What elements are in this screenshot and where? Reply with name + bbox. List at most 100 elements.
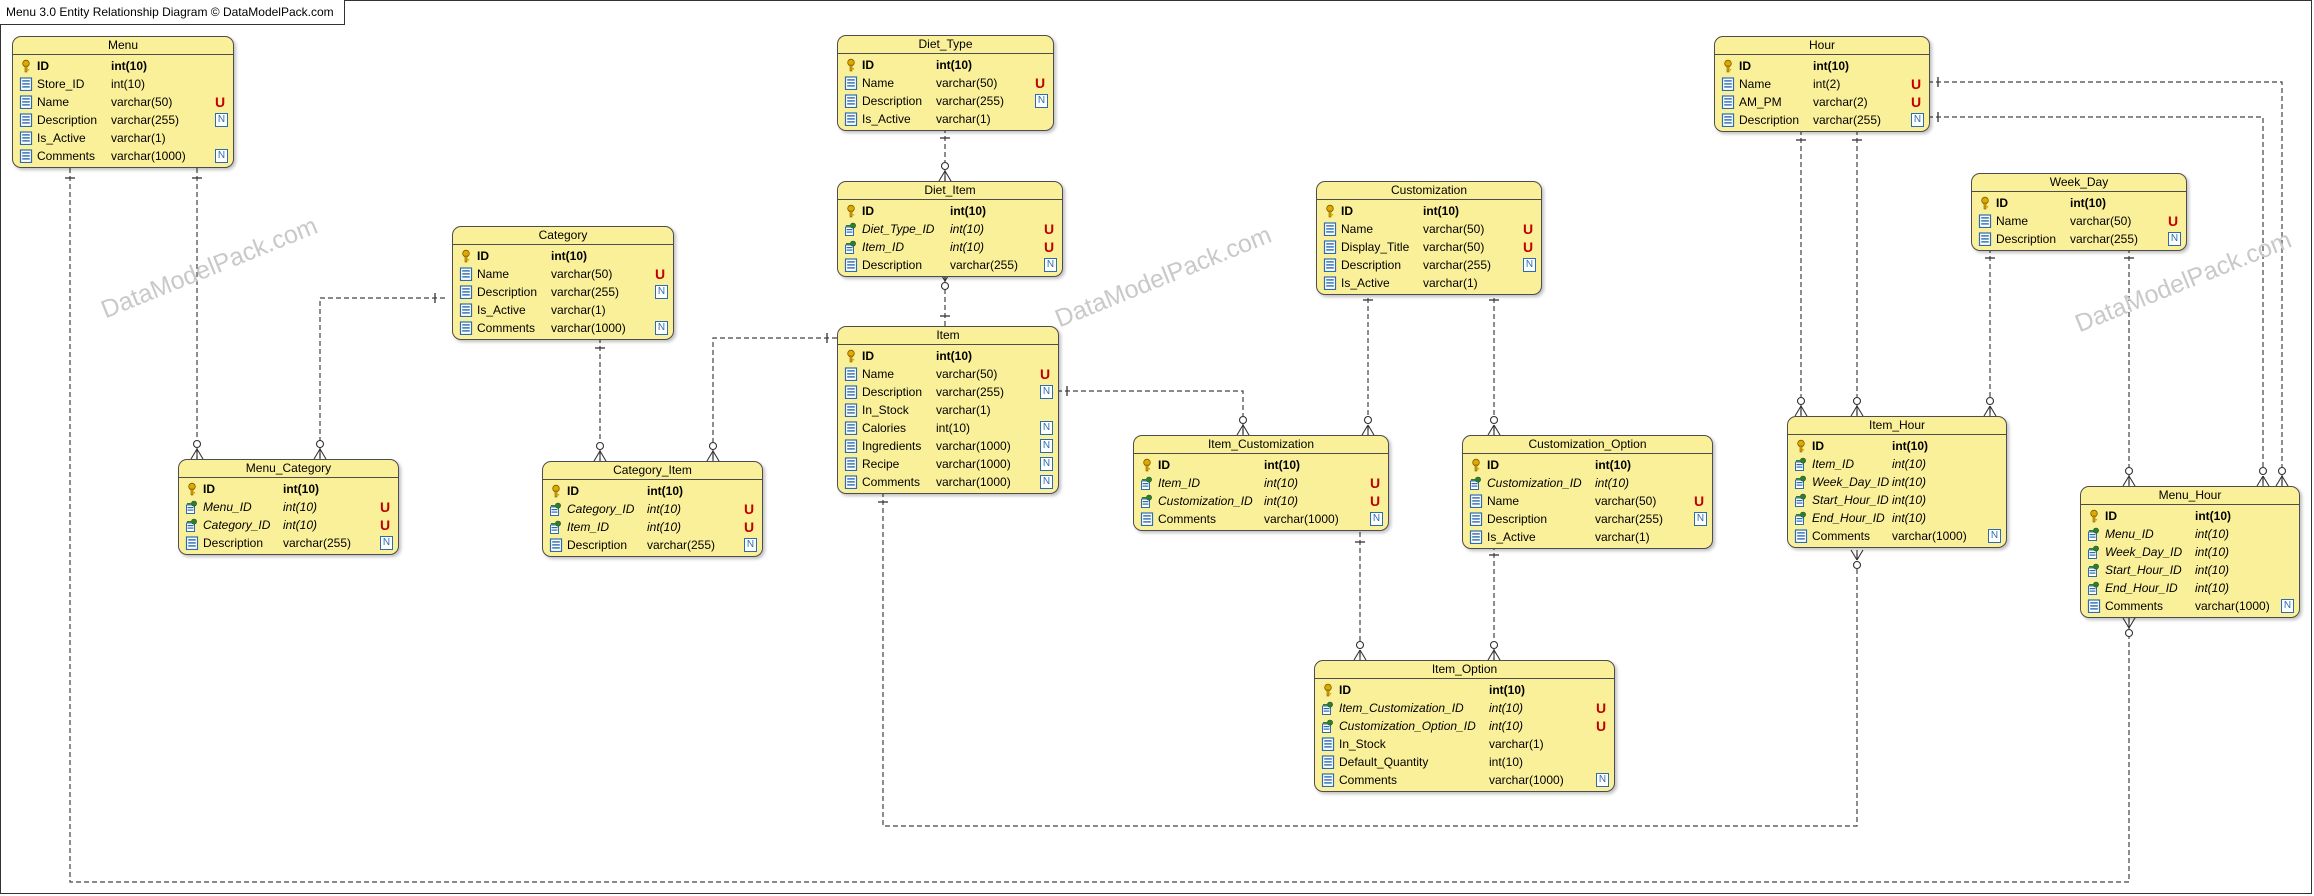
crowfoot-line bbox=[1493, 424, 1501, 436]
crowfoot-line bbox=[1493, 649, 1501, 661]
column-name: Description bbox=[1739, 113, 1800, 127]
column-name: In_Stock bbox=[862, 403, 909, 417]
unique-flag: U bbox=[1911, 76, 1922, 92]
column-name: End_Hour_ID bbox=[2105, 581, 2178, 595]
column-name: ID bbox=[862, 58, 874, 72]
column-name: Is_Active bbox=[37, 131, 86, 145]
column-name: Comments bbox=[1158, 512, 1217, 526]
column-name: Category_ID bbox=[567, 502, 635, 516]
column-name: In_Stock bbox=[1339, 737, 1386, 751]
optional-marker bbox=[192, 439, 202, 449]
crowfoot-line bbox=[706, 450, 714, 462]
column-type: varchar(1000) bbox=[936, 475, 1011, 489]
crowfoot-line bbox=[1856, 405, 1864, 417]
entity-title: Item_Customization bbox=[1134, 436, 1388, 454]
nullable-flag: N bbox=[655, 285, 668, 299]
column-name: Comments bbox=[862, 475, 921, 489]
column-type: varchar(2) bbox=[1813, 95, 1868, 109]
column-type: varchar(50) bbox=[551, 267, 613, 281]
column-type: varchar(255) bbox=[551, 285, 620, 299]
column-type: int(10) bbox=[2195, 563, 2230, 577]
optional-marker bbox=[940, 281, 950, 291]
column-type: int(10) bbox=[1423, 204, 1459, 218]
column-row: Is_Active varchar(1) bbox=[13, 129, 233, 147]
column-type: int(10) bbox=[950, 204, 986, 218]
relationship-menu-to-menu_hour bbox=[2122, 248, 2136, 487]
optional-marker bbox=[315, 439, 325, 449]
crowfoot-line bbox=[2122, 617, 2130, 629]
optional-marker bbox=[2124, 628, 2134, 638]
column-name: Default_Quantity bbox=[1339, 755, 1429, 769]
column-type: varchar(1000) bbox=[111, 149, 186, 163]
column-type: varchar(1000) bbox=[936, 439, 1011, 453]
relationship-customization-to-customization_option bbox=[1361, 290, 1375, 436]
column-type: int(10) bbox=[647, 484, 683, 498]
crowfoot-line bbox=[712, 450, 720, 462]
nullable-flag: N bbox=[1694, 512, 1707, 526]
crowfoot-line bbox=[1983, 405, 1991, 417]
unique-flag: U bbox=[1523, 221, 1534, 237]
column-type: int(10) bbox=[936, 349, 972, 363]
column-type: int(2) bbox=[1813, 77, 1841, 91]
relationship-item-to-category_item bbox=[593, 338, 607, 462]
column-type: int(10) bbox=[936, 58, 972, 72]
crowfoot-line bbox=[2122, 475, 2130, 487]
crowfoot-line bbox=[938, 170, 946, 182]
column-name: Menu_ID bbox=[203, 500, 252, 514]
column-name: Name bbox=[1996, 214, 2029, 228]
nullable-flag: N bbox=[380, 536, 393, 550]
unique-flag: U bbox=[215, 94, 226, 110]
column-type: int(10) bbox=[1489, 683, 1525, 697]
entity-title: Customization_Option bbox=[1463, 436, 1712, 454]
column-type: varchar(1) bbox=[111, 131, 166, 145]
column-type: varchar(50) bbox=[1595, 494, 1657, 508]
column-type: int(10) bbox=[1892, 439, 1928, 453]
crowfoot-line bbox=[1242, 424, 1250, 436]
column-name: Diet_Type_ID bbox=[862, 222, 935, 236]
column-type: int(10) bbox=[1264, 458, 1300, 472]
nullable-flag: N bbox=[655, 321, 668, 335]
column-name: Description bbox=[862, 94, 923, 108]
unique-flag: U bbox=[1044, 239, 1055, 255]
crowfoot-line bbox=[2281, 475, 2289, 487]
column-name: Name bbox=[1739, 77, 1772, 91]
column-name: Start_Hour_ID bbox=[1812, 493, 1889, 507]
